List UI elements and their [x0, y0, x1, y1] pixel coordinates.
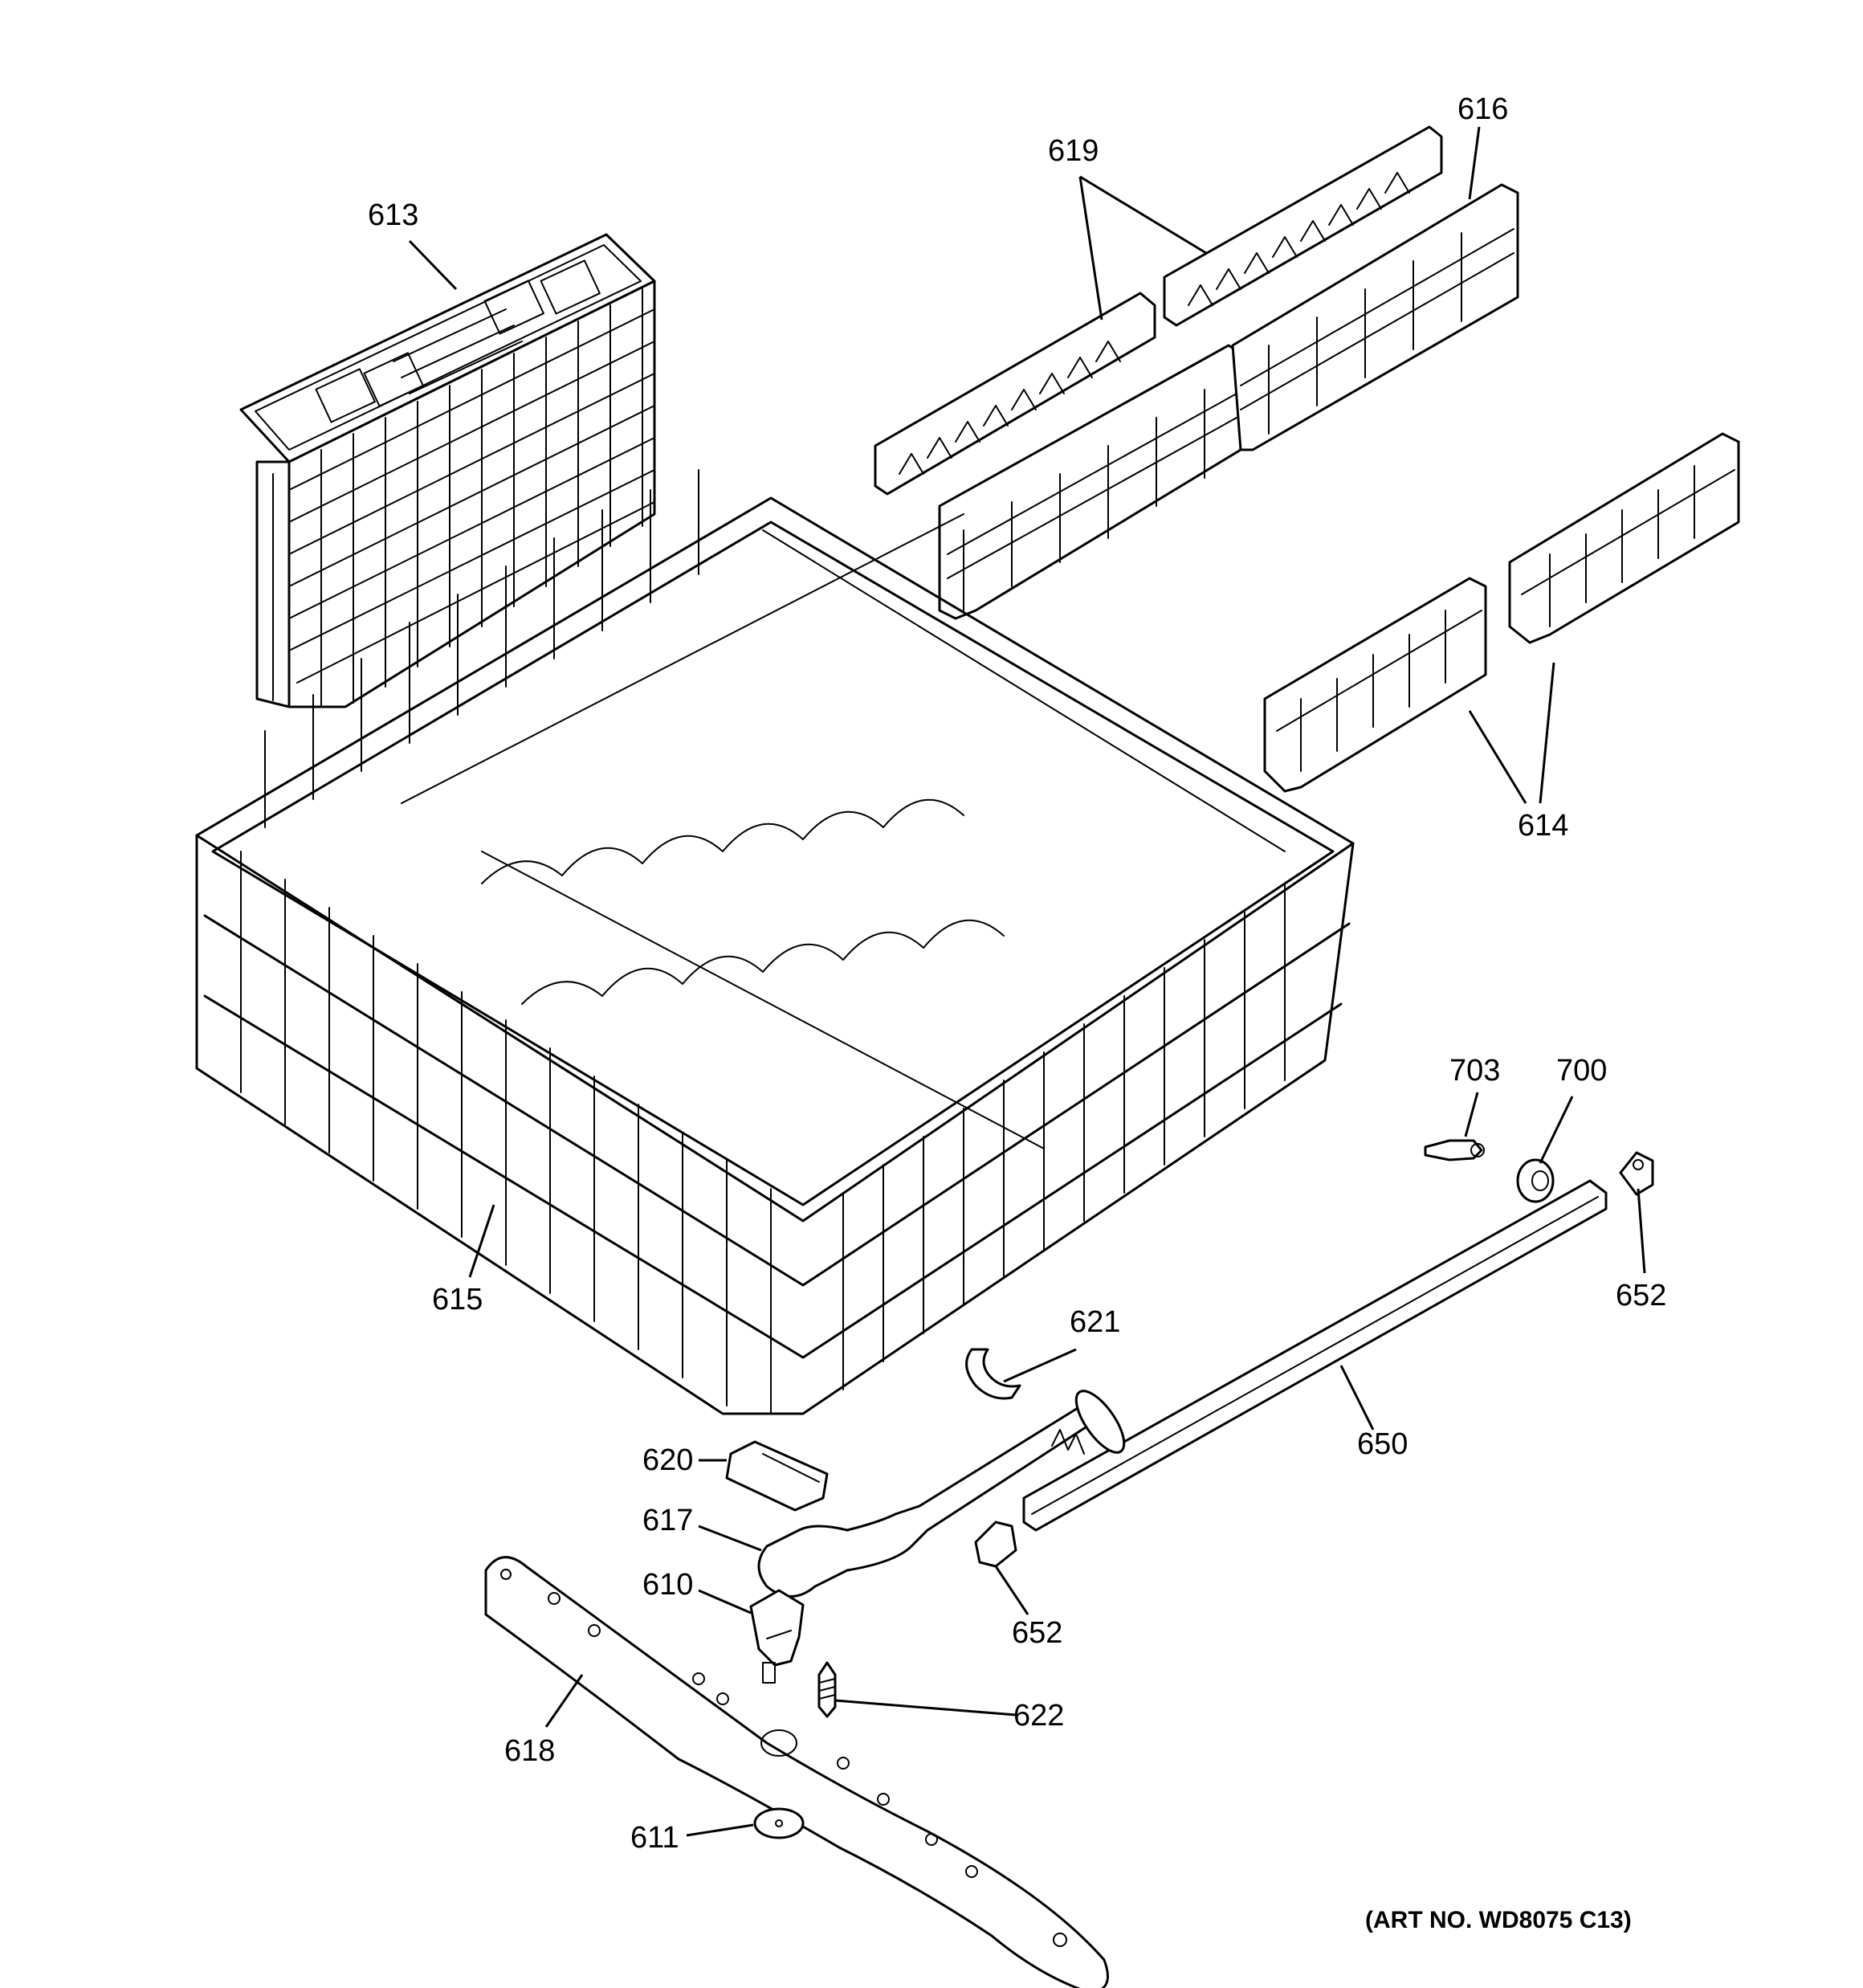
washer-611 — [753, 1807, 805, 1839]
shelf-panel-614 — [1263, 432, 1740, 793]
end-cap-652-left — [974, 1521, 1017, 1568]
label-619: 619 — [1048, 134, 1099, 168]
art-number: (ART NO. WD8075 C13) — [1365, 1907, 1632, 1933]
screw-622 — [817, 1661, 837, 1718]
label-703: 703 — [1449, 1054, 1500, 1088]
hub-610 — [749, 1589, 805, 1684]
label-622: 622 — [1013, 1699, 1064, 1733]
label-620: 620 — [642, 1443, 693, 1477]
label-652-right: 652 — [1616, 1279, 1666, 1312]
label-621: 621 — [1070, 1305, 1120, 1339]
cup-shelf-616 — [938, 183, 1519, 620]
silverware-basket-613 — [239, 233, 656, 708]
label-618: 618 — [504, 1734, 555, 1768]
rack-rail-650 — [1022, 1179, 1608, 1532]
spray-arm-618 — [484, 1556, 1109, 1988]
label-617: 617 — [642, 1504, 693, 1537]
label-611: 611 — [630, 1821, 679, 1855]
label-613: 613 — [368, 198, 418, 232]
roller-700 — [1516, 1158, 1555, 1203]
leader-lines — [408, 126, 1646, 1837]
clip-620 — [725, 1440, 829, 1512]
part-labels: 613 619 616 614 615 703 700 652 621 650 … — [368, 92, 1666, 1933]
label-615: 615 — [432, 1283, 483, 1316]
clip-703 — [1424, 1139, 1485, 1161]
upper-rack-615 — [195, 469, 1355, 1415]
label-614: 614 — [1518, 809, 1568, 843]
tine-row-619 — [874, 125, 1443, 496]
label-700: 700 — [1556, 1054, 1607, 1088]
clamp-621 — [965, 1348, 1021, 1400]
label-610: 610 — [642, 1568, 693, 1602]
end-cap-652-right — [1619, 1151, 1654, 1196]
label-650: 650 — [1357, 1427, 1408, 1461]
feed-tube-617 — [757, 1390, 1126, 1598]
label-652-left: 652 — [1012, 1616, 1062, 1650]
label-616: 616 — [1457, 92, 1508, 126]
